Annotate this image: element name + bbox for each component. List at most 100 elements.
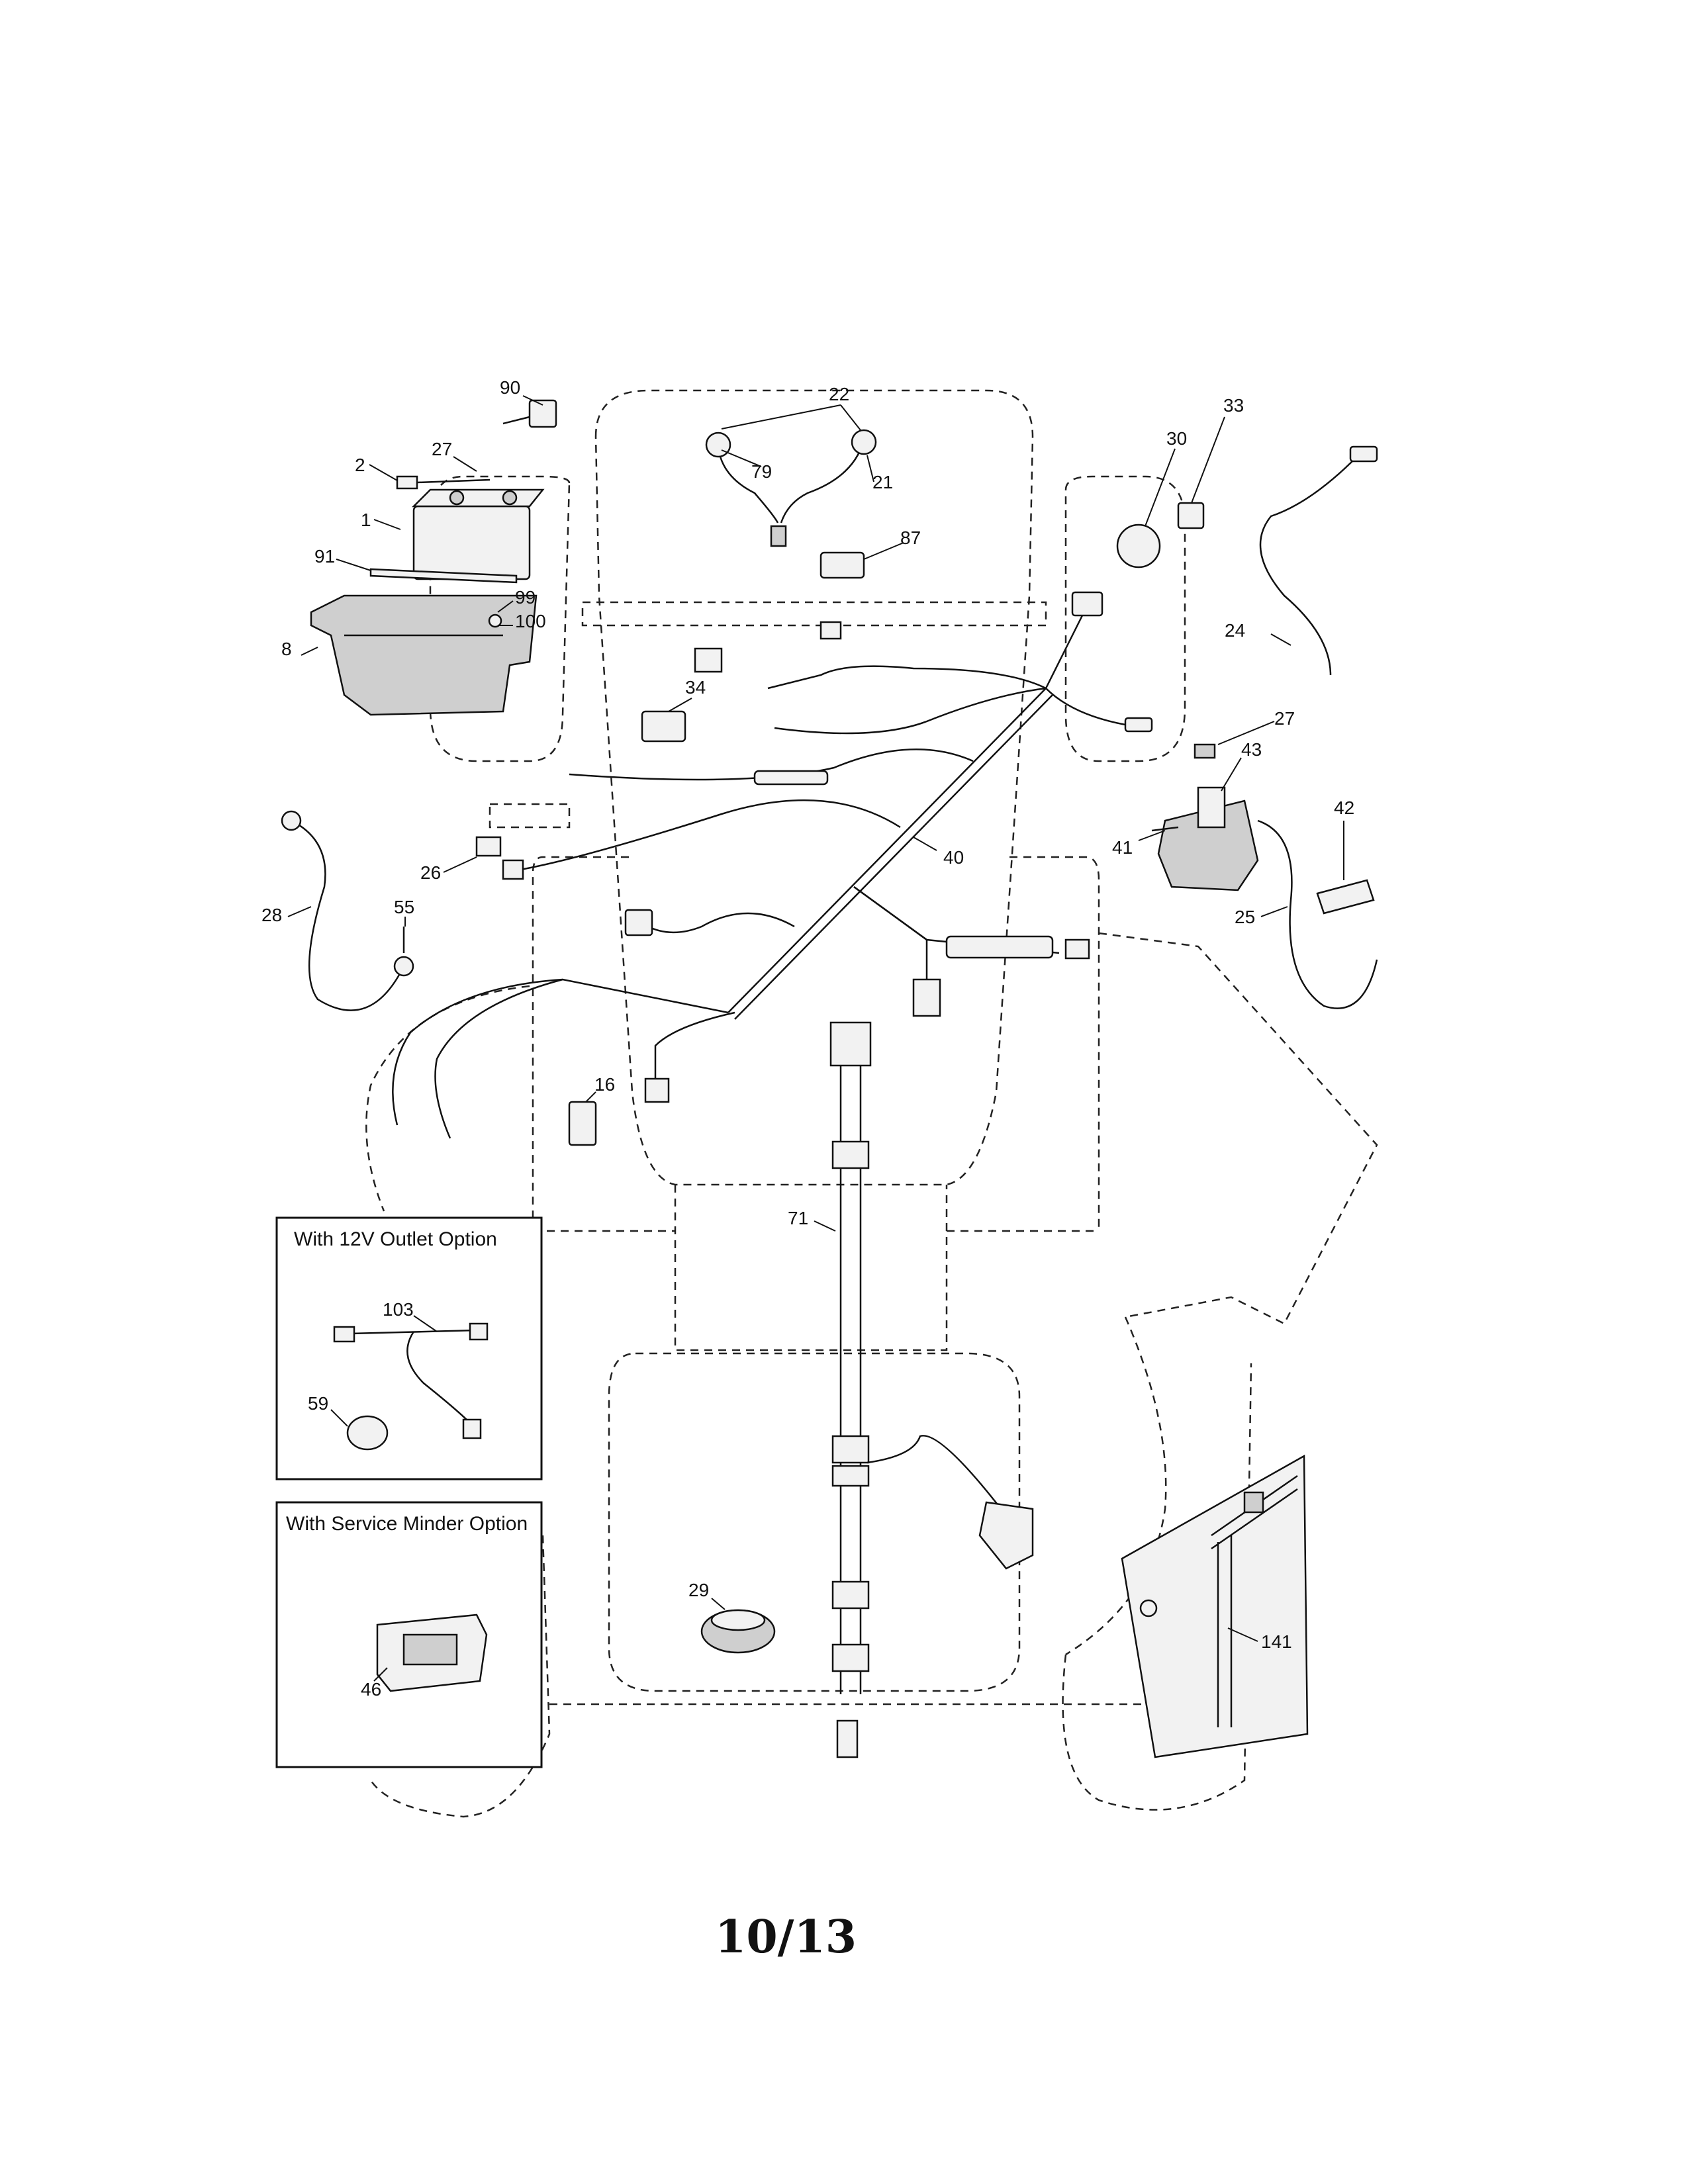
hold-down-strap [369,568,518,584]
callout-27-right: 27 [1274,708,1295,729]
outlet-59[interactable] [346,1415,389,1451]
connector-end-right [1064,938,1090,960]
headlight-left[interactable] [705,432,731,458]
hood-crossband [581,601,1047,627]
connector-left-mid [624,909,653,936]
hood-outline [594,389,1034,1186]
connector-71-bottom [836,1719,859,1758]
solenoid-43[interactable] [1157,799,1259,891]
callout-8: 8 [281,639,292,659]
battery-tray[interactable] [310,594,538,716]
connector-bottom-left [644,1077,670,1103]
battery-top [411,488,545,508]
frame-left-rail [532,856,629,1231]
ring-terminal-top [281,810,302,831]
callout-79: 79 [751,461,772,482]
callout-55: 55 [394,897,414,917]
connector-long-right [945,935,1054,959]
clip-4 [831,1580,870,1610]
callout-21: 21 [872,472,893,492]
battery-terminal-neg [502,490,518,506]
battery-group [310,399,557,716]
connector-87-wire [820,621,842,640]
minder-option-box: With Service Minder Option [275,1501,543,1768]
cable-25[interactable] [1257,819,1378,1009]
right-mower-deck-outline [1098,932,1378,1325]
switch-90[interactable] [528,399,557,428]
callout-41: 41 [1112,837,1133,858]
callout-42: 42 [1334,797,1354,818]
cap-27 [1194,743,1216,759]
harness-40-trunk[interactable] [727,688,1047,1013]
callout-103: 103 [383,1299,414,1320]
callout-59: 59 [308,1393,328,1414]
right-fender-outline [1064,475,1186,762]
callout-71: 71 [788,1208,808,1228]
left-rear-fender-lower [369,1535,551,1818]
callout-25: 25 [1235,907,1255,927]
fuse-holder [502,859,524,880]
callout-1: 1 [361,510,371,530]
main-harness [392,591,1153,1146]
connector-103-left [333,1326,355,1343]
clip-1 [831,1140,870,1169]
bracket-bolt [1139,1599,1158,1617]
cable-28[interactable] [291,819,405,1011]
boot-42[interactable] [1316,879,1375,915]
callout-24: 24 [1225,620,1245,641]
switch-16[interactable] [568,1101,597,1146]
callout-29: 29 [688,1580,709,1600]
service-minder-display [402,1633,458,1666]
switch-87[interactable] [820,551,865,579]
frame-center [674,1185,948,1351]
callout-99: 99 [515,587,536,608]
callout-27-top: 27 [432,439,452,459]
callout-30: 30 [1166,428,1187,449]
outlet-option-title: With 12V Outlet Option [294,1228,497,1250]
battery-cable-24[interactable] [1259,456,1358,676]
key-33[interactable] [1177,502,1205,529]
callout-46: 46 [361,1679,381,1700]
connector-down-right [912,978,941,1017]
right-rear-fender-lower [1062,1363,1252,1811]
connector-103-right [469,1322,489,1341]
callout-26: 26 [420,862,441,883]
headlight-group [705,429,877,579]
clip-3 [831,1465,870,1487]
ignition-group [1116,445,1378,1009]
seat-switch-connector[interactable] [978,1501,1034,1570]
callout-34: 34 [685,677,706,698]
switch-34[interactable] [641,710,686,743]
clip-5 [831,1643,870,1672]
left-fender-outline [429,475,571,762]
callout-2: 2 [355,455,365,475]
callout-43: 43 [1241,739,1262,760]
connector-right-branch [1124,717,1153,733]
ignition-switch[interactable] [1116,523,1161,569]
headlight-right[interactable] [851,429,877,455]
leader-lines [287,395,1344,1682]
lamp-29-top [710,1609,766,1631]
rear-harness [700,1021,1034,1758]
callout-22: 22 [829,384,849,404]
battery[interactable] [412,505,531,580]
washer-99 [488,614,502,628]
connector-top [694,647,723,673]
callout-28: 28 [261,905,282,925]
tractor-outline [365,389,1378,1818]
minder-option-title: With Service Minder Option [286,1513,528,1535]
callout-16: 16 [594,1074,615,1095]
outlet-option-box: With 12V Outlet Option [275,1216,543,1480]
cable-24-connector [1349,445,1378,463]
headlight-connector [770,525,787,547]
connector-103-bottom [462,1418,482,1439]
left-rear-wheel-outline [365,985,530,1212]
battery-terminal-pos [449,490,465,506]
clamp-141 [1243,1491,1264,1514]
fuse-26[interactable] [475,836,502,857]
callout-90: 90 [500,377,520,398]
callout-100: 100 [515,611,546,631]
page-number: 10/13 [715,1911,857,1964]
callout-labels: 90 27 2 1 91 99 100 8 22 79 21 87 30 33 … [261,377,1354,1700]
